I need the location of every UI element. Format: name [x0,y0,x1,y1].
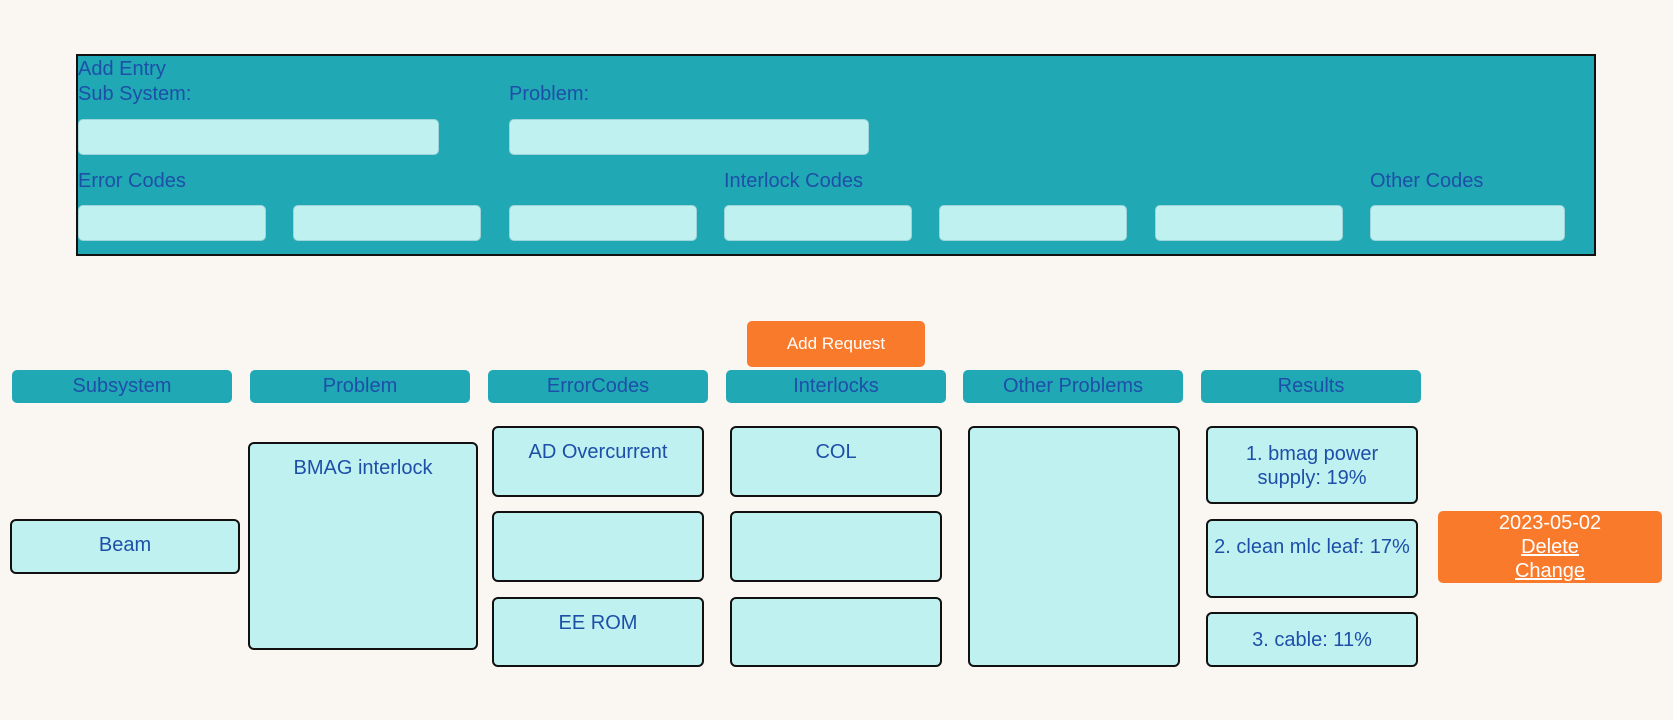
error-code-cell-2 [492,511,704,582]
subsystem-cell: Beam [10,519,240,574]
subsystem-label: Sub System: [78,83,192,105]
problem-label: Problem: [509,83,590,105]
entry-date: 2023-05-02 [1498,512,1602,534]
error-code-cell-3: EE ROM [492,597,704,667]
interlock-code-input-3[interactable] [1155,205,1343,241]
delete-link[interactable]: Delete [1521,536,1579,558]
entry-actions-box: 2023-05-02 Delete Change [1438,511,1662,583]
add-entry-panel: Add Entry Sub System: Problem: Error Cod… [76,54,1596,256]
problem-input[interactable] [509,119,869,155]
other-problems-cell [968,426,1180,667]
add-request-button[interactable]: Add Request [747,321,925,367]
error-code-input-3[interactable] [509,205,697,241]
interlock-cell-1: COL [730,426,942,497]
error-code-cell-1: AD Overcurrent [492,426,704,497]
error-code-input-1[interactable] [78,205,266,241]
error-code-input-2[interactable] [293,205,481,241]
result-item-1: 1. bmag power supply: 19% [1206,426,1418,504]
other-code-input[interactable] [1370,205,1565,241]
interlock-codes-label: Interlock Codes [724,170,863,192]
column-header-interlocks: Interlocks [726,370,946,403]
error-codes-label: Error Codes [78,170,186,192]
column-header-errorcodes: ErrorCodes [488,370,708,403]
result-item-3: 3. cable: 11% [1206,612,1418,667]
interlock-code-input-2[interactable] [939,205,1127,241]
add-entry-title: Add Entry [78,58,166,80]
problem-cell: BMAG interlock [248,442,478,650]
other-codes-label: Other Codes [1370,170,1484,192]
interlock-cell-2 [730,511,942,582]
subsystem-input[interactable] [78,119,439,155]
change-link[interactable]: Change [1514,560,1586,582]
column-header-problem: Problem [250,370,470,403]
column-header-other-problems: Other Problems [963,370,1183,403]
column-header-subsystem: Subsystem [12,370,232,403]
interlock-cell-3 [730,597,942,667]
column-header-results: Results [1201,370,1421,403]
result-item-2: 2. clean mlc leaf: 17% [1206,519,1418,598]
interlock-code-input-1[interactable] [724,205,912,241]
